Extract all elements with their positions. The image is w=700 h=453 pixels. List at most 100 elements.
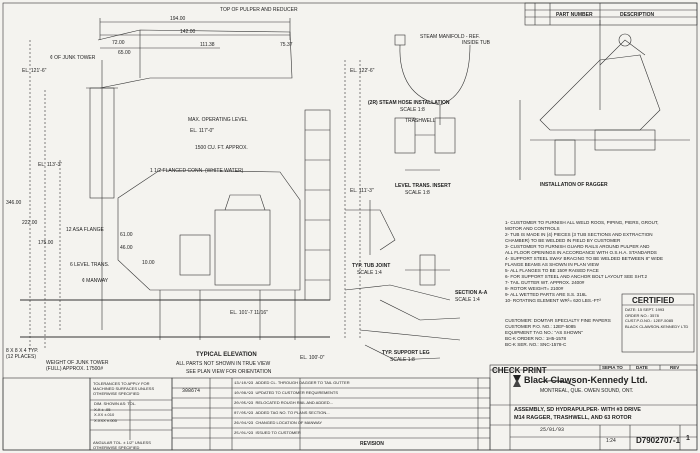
customer-line: CUSTOMER: DOMTAR SPECIALTY FINE PAPERS (505, 318, 611, 323)
revision-row: 13/10/93 ADDED CL. THROUGH DAGGER TO TAI… (234, 380, 350, 386)
view-steam-hose-scale: SCALE 1:8 (400, 107, 425, 113)
certified-row: ORDER NO.: 3578 (625, 312, 659, 318)
note-line: MOTOR AND CONTROLS (505, 226, 560, 231)
view-support-leg: TYP. SUPPORT LEG (382, 350, 430, 356)
drawing-title-1: ASSEMBLY, SD HYDRAPULPER- WITH #3 DRIVE (514, 407, 641, 413)
certified-stamp: DATE: 15 SEPT. 1993 ORDER NO.: 3578 CUST… (625, 307, 688, 329)
note-line: 1- CUSTOMER TO FURNISH ALL WELD ROOS, PI… (505, 220, 659, 225)
company-name: Black Clawson-Kennedy Ltd. (524, 375, 648, 385)
revision-row: 20/05/93 RELOCATED ROUGH RAIL AND ADDED.… (234, 400, 334, 406)
dim-142: 142.00 (180, 29, 196, 35)
label-max-level: MAX. OPERATING LEVEL (188, 117, 248, 123)
dim-72: 72.00 (112, 40, 125, 46)
check-print-stamp: CHECK PRINT (492, 366, 547, 375)
revision-row: 07/05/93 ADDED TAG NO. TO PLANS SECTION.… (234, 410, 330, 416)
dim-61: 61.00 (120, 232, 133, 238)
dim-175: 175.00 (38, 240, 54, 246)
view-typical-elevation: TYPICAL ELEVATION (196, 352, 257, 358)
note-line: 3- CUSTOMER TO FURNISH GUARD RAILS AROUN… (505, 244, 650, 249)
customer-line: CUSTOMER P.O. NO.: 12EF-5085 (505, 324, 576, 329)
tolerance-row: X.X ± .05 (94, 406, 111, 412)
note-line: 5- ALL FLANGES TO BE 150# RAISED FACE (505, 268, 599, 273)
dim-10: 10.00 (142, 260, 155, 266)
tolerance-title: TOLERANCES TO APPLY FOR MACHINED SURFACE… (93, 381, 155, 396)
revision-row: 26/04/93 CHANGED LOCATION OF MANWAY (234, 420, 323, 426)
view-note-plan: SEE PLAN VIEW FOR ORIENTATION (186, 369, 272, 375)
dim-46: 46.00 (120, 245, 133, 251)
elev-113: EL. 113'-3" (38, 162, 63, 168)
label-trashwell: TRASHWELL (405, 118, 436, 124)
sepia-label: SEPIA TO (602, 365, 623, 370)
customer-line: BC-K SER. NO.: SNC-1578-C (505, 342, 567, 347)
note-line: 7- TAIL GUTTER WT. APPROX. 2400# (505, 280, 585, 285)
view-tub-joint-scale: SCALE 1:4 (357, 270, 382, 276)
label-top-pulper: TOP OF PULPER AND REDUCER (220, 7, 298, 13)
view-note-true: ALL PARTS NOT SHOWN IN TRUE VIEW (176, 361, 271, 367)
note-line: 9- ALL WETTED PARTS ARE S.S. 316L (505, 292, 587, 297)
label-flanged-conn: 1 1/2 FLANGED CONN. (WHITE WATER) (150, 168, 244, 174)
drawing-date: 25/01/93 (540, 427, 565, 433)
customer-info: CUSTOMER: DOMTAR SPECIALTY FINE PAPERS C… (505, 318, 611, 348)
elev-111: EL. 111'-3" (350, 188, 374, 194)
description-header: DESCRIPTION (620, 12, 655, 18)
tolerance-row: X.XXX ±.005 (94, 417, 117, 423)
dim-222: 222.00 (22, 220, 38, 226)
revision-row: 10/08/93 UPDATED TO CUSTOMER REQUIREMENT… (234, 390, 339, 396)
revision-list: 13/10/93 ADDED CL. THROUGH DAGGER TO TAI… (234, 380, 350, 440)
view-steam-hose: (2R) STEAM HOSE INSTALLATION (368, 100, 450, 106)
tolerance-row: DIM. SHOWN AS: TOL. (94, 401, 137, 406)
label-capacity: 1500 CU. FT. APPROX. (195, 145, 248, 151)
certified-row: BLACK CLAWSON-KENNEDY LTD (625, 323, 689, 329)
label-manway: ¢ MANWAY (82, 278, 109, 284)
note-line: CHAMBER) TO BE WELDED IN FIELD BY CUSTOM… (505, 238, 621, 243)
label-beam: 8 X 8 X 4 TYP. (12 PLACES) (6, 348, 39, 360)
note-line: ALL FLOOR OPENINGS IN ACCORDANCE WITH O.… (505, 250, 657, 255)
note-line: 6- FOR SUPPORT STEEL AND ANCHOR BOLT LAY… (505, 274, 648, 279)
note-line: 8- ROTOR WEIGHT= 2100# (505, 286, 564, 291)
elev-121: EL. 121'-6" (22, 68, 47, 74)
customer-line: BC-K ORDER NO.: 1H5-1578 (505, 336, 567, 341)
date-label: DATE (636, 365, 648, 370)
label-steam-manifold: STEAM MANIFOLD - REF. (420, 34, 480, 40)
part-number-header: PART NUMBER (556, 12, 593, 18)
revision-row: 25/01/93 ISSUED TO CUSTOMER (234, 430, 301, 436)
note-line: 4- SUPPORT STEEL SWAY BRACING TO BE WELD… (505, 256, 664, 261)
certified-row: CUST.P.O.NO.: 12EF-5085 (625, 318, 674, 324)
view-section-aa-scale: SCALE 1:4 (455, 297, 480, 303)
company-logo (513, 375, 521, 387)
label-level-trans: 6 LEVEL TRANS. (70, 262, 110, 268)
view-tub-joint: TYP. TUB JOINT (352, 263, 391, 269)
customer-line: EQUIPMENT TAG NO.: "AS SHOWN" (505, 330, 583, 335)
label-weight: WEIGHT OF JUNK TOWER (FULL) APPROX. 1750… (46, 360, 109, 372)
certified-row: DATE: 15 SEPT. 1993 (625, 307, 665, 312)
label-inside-tub: INSIDE TUB (462, 40, 490, 46)
sheet-number: 1 (686, 435, 690, 442)
drawing-scale: 1:24 (606, 438, 616, 444)
note-line: 2- TUB IS MADE IN (4) PIECES (3 TUB SECT… (505, 232, 653, 237)
drawing-title-2: M14 RAGGER, TRASHWELL, AND 63 ROTOR (514, 415, 632, 421)
note-line: FLANGE BEAMS AS SHOWN IN PLAN VIEW (505, 262, 599, 267)
dim-346: 346.00 (6, 200, 22, 206)
dim-111: 111.38 (200, 42, 215, 48)
tolerance-angular: ANGULAR TOL. ± 1/2° UNLESS OTHERWISE SPE… (93, 440, 151, 450)
certified-stamp-title: CERTIFIED (632, 296, 675, 305)
view-ragger: INSTALLATION OF RAGGER (540, 182, 608, 188)
rev-label: REV (670, 365, 680, 370)
drawing-number: D7902707-1 (636, 436, 681, 445)
label-junk-tower: ¢ OF JUNK TOWER (50, 55, 96, 61)
view-support-leg-scale: SCALE 1:8 (390, 357, 415, 363)
view-level-trans-scale: SCALE 1:8 (405, 190, 430, 196)
elev-122: EL. 122'-6" (350, 68, 375, 74)
company-city: MONTREAL, QUE. OWEN SOUND, ONT. (540, 388, 634, 394)
general-notes: 1- CUSTOMER TO FURNISH ALL WELD ROOS, PI… (505, 220, 663, 304)
note-line: 10- ROTATING ELEMENT WR²= 620 LBS.-FT² (505, 298, 601, 303)
dim-194: 194.00 (170, 16, 186, 22)
dim-75: 75.37 (280, 42, 293, 48)
view-level-trans: LEVEL TRANS. INSERT (395, 183, 451, 189)
revision-title: REVISION (360, 441, 384, 447)
elev-117: EL. 117'-0" (190, 128, 215, 134)
tolerance-table: DIM. SHOWN AS: TOL. X.X ± .05 X.XX ±.010… (94, 401, 136, 423)
view-section-aa: SECTION A-A (455, 290, 488, 296)
